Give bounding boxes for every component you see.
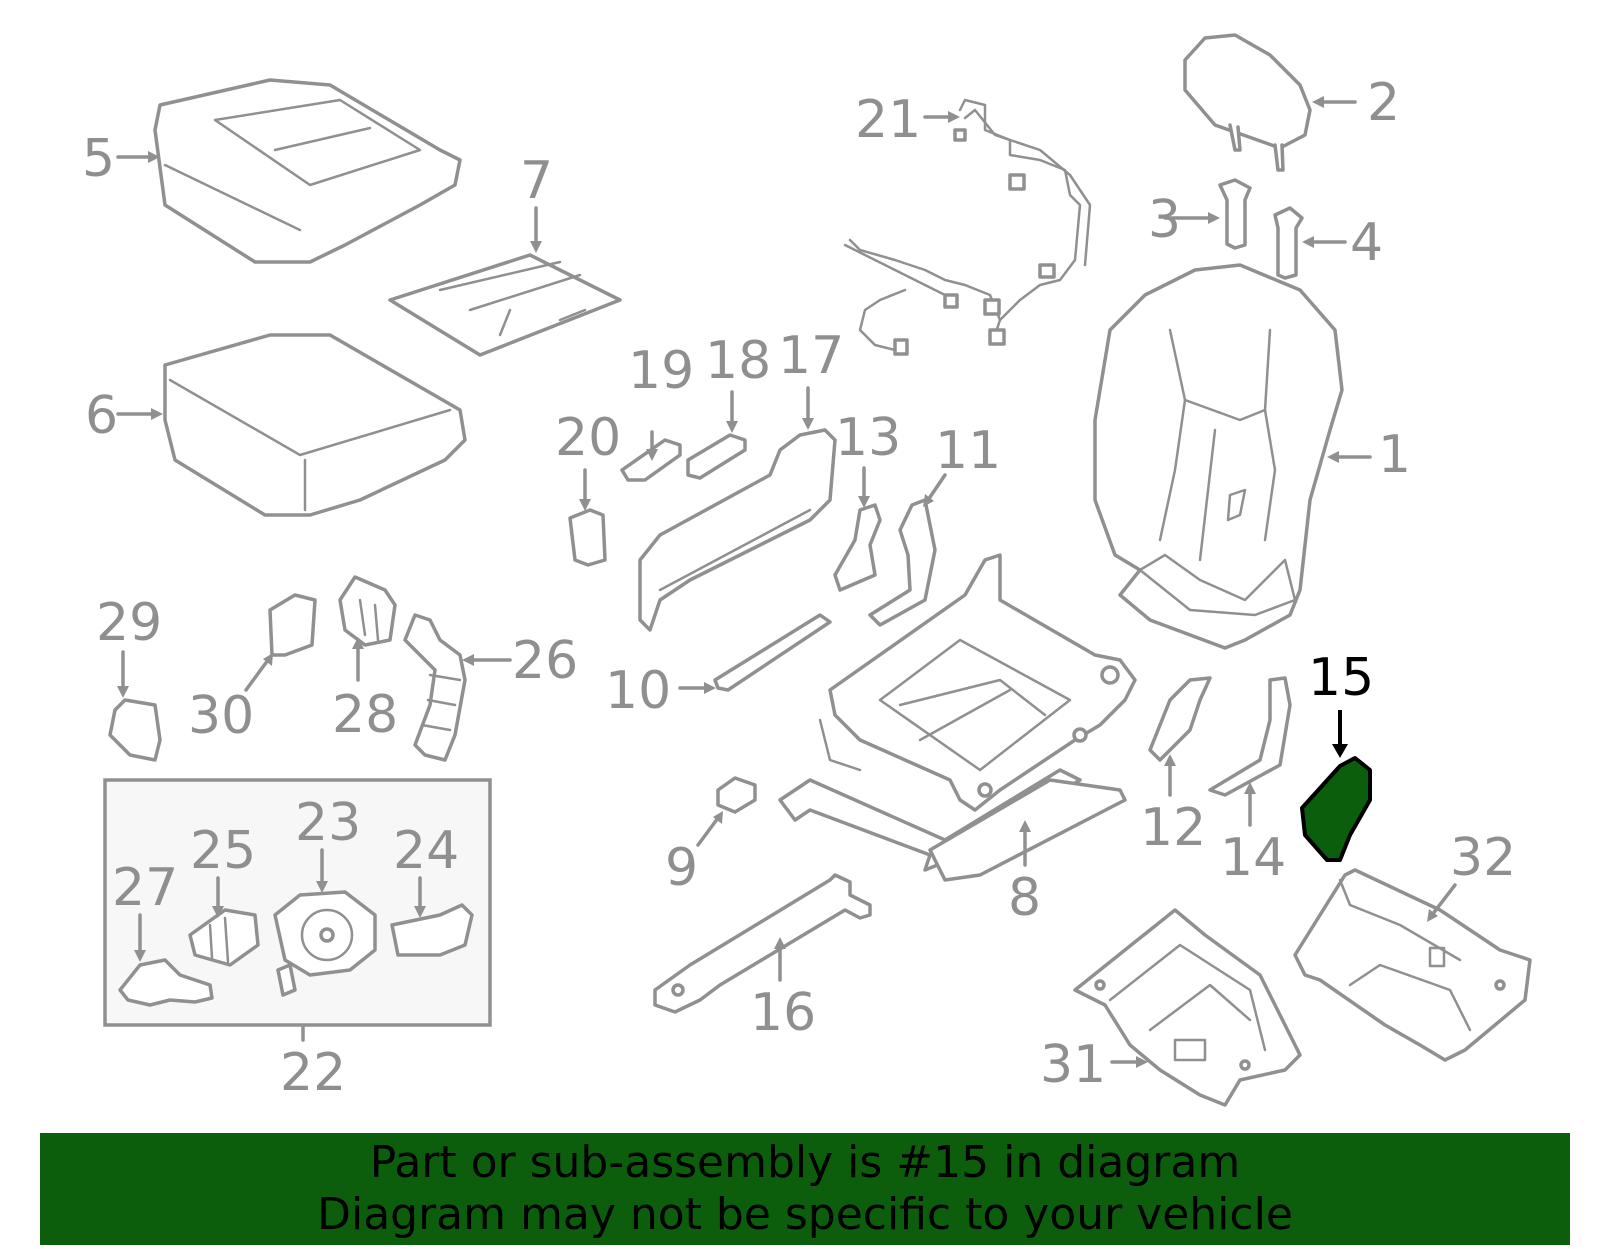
part-16-rail-cover (653, 873, 872, 1014)
label-27: 27 (112, 858, 178, 918)
part-20 (568, 508, 607, 567)
label-17: 17 (778, 326, 844, 386)
label-5: 5 (82, 129, 115, 189)
part-6-cushion-pad (163, 333, 467, 517)
part-19 (620, 438, 682, 482)
label-8: 8 (1008, 868, 1041, 928)
part-8-seat-frame (778, 553, 1137, 882)
label-1: 1 (1378, 425, 1411, 485)
part-11 (868, 498, 937, 627)
part-29 (108, 698, 162, 762)
part-31-lower-cover (1073, 908, 1302, 1107)
label-24: 24 (393, 821, 459, 881)
part-32-side-cover (1293, 868, 1532, 1062)
info-banner: Part or sub-assembly is #15 in diagram D… (40, 1133, 1570, 1245)
label-26: 26 (512, 631, 578, 691)
label-13: 13 (835, 408, 901, 468)
banner-line-2: Diagram may not be specific to your vehi… (317, 1189, 1293, 1240)
part-2-headrest (1183, 33, 1312, 172)
label-12: 12 (1140, 798, 1206, 858)
part-28 (338, 575, 397, 647)
part-17-side-shield (638, 428, 837, 632)
callout-labels: 2 1 3 4 5 6 7 8 9 10 11 12 13 14 15 16 1… (82, 73, 1516, 1103)
label-16: 16 (750, 983, 816, 1043)
label-28: 28 (332, 685, 398, 745)
part-7-heater-pad (388, 253, 622, 357)
callout-arrows (116, 96, 1457, 1068)
label-22: 22 (280, 1043, 346, 1103)
label-25: 25 (190, 821, 256, 881)
part-14 (1208, 676, 1292, 797)
label-7: 7 (520, 151, 553, 211)
label-21: 21 (855, 90, 921, 150)
label-3: 3 (1148, 190, 1181, 250)
part-22-blower-assembly (103, 778, 492, 1027)
part-26-duct (403, 613, 467, 762)
part-9 (716, 776, 757, 814)
part-4-guide (1273, 206, 1304, 280)
label-31: 31 (1040, 1035, 1106, 1095)
part-15-highlighted (1300, 756, 1372, 862)
label-6: 6 (85, 386, 118, 446)
label-18: 18 (705, 331, 771, 391)
part-18 (686, 433, 747, 480)
part-21-wire-harness (843, 98, 1092, 356)
label-14: 14 (1220, 828, 1286, 888)
label-32: 32 (1450, 828, 1516, 888)
part-13 (833, 503, 882, 592)
label-4: 4 (1350, 213, 1383, 273)
part-30 (268, 593, 317, 657)
part-10-strip (713, 613, 832, 692)
label-15-highlighted: 15 (1308, 648, 1374, 708)
label-23: 23 (295, 793, 361, 853)
part-5-cushion-cover (153, 78, 462, 264)
part-12 (1148, 676, 1212, 762)
label-9: 9 (665, 838, 698, 898)
label-10: 10 (605, 661, 671, 721)
label-20: 20 (555, 408, 621, 468)
part-1-seat-back (1093, 263, 1344, 650)
banner-line-1: Part or sub-assembly is #15 in diagram (369, 1137, 1241, 1188)
part-3-guide (1218, 178, 1252, 250)
label-19: 19 (628, 341, 694, 401)
label-11: 11 (935, 421, 1001, 481)
label-29: 29 (96, 593, 162, 653)
label-30: 30 (188, 686, 254, 746)
label-2: 2 (1367, 73, 1400, 133)
